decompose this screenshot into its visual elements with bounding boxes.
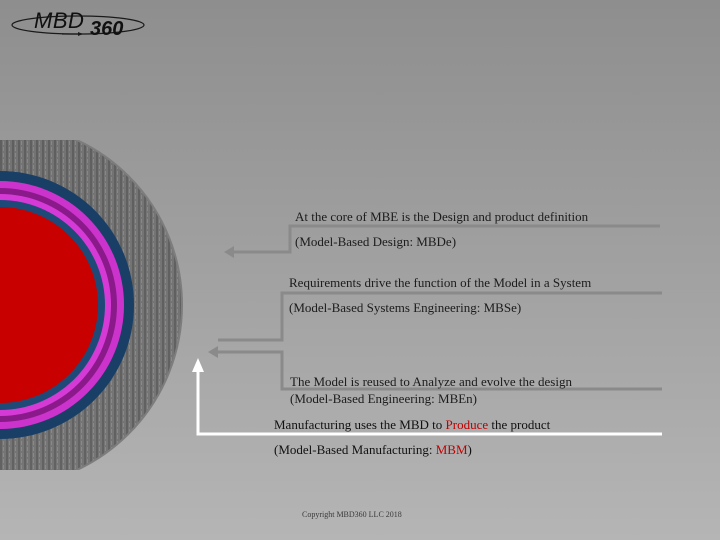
mben-text-line2: (Model-Based Engineering: MBEn): [290, 391, 478, 406]
mbm-line2-highlight: MBM: [435, 442, 468, 457]
mbse-text-line1: Requirements drive the function of the M…: [289, 275, 592, 290]
mbm-text-line1: Manufacturing uses the MBD to Produce th…: [274, 417, 550, 433]
mben-text-line1: The Model is reused to Analyze and evolv…: [290, 374, 572, 389]
core-circle-graphic: [0, 122, 190, 488]
red-core: [0, 207, 98, 403]
copyright-text: Copyright MBD360 LLC 2018: [302, 510, 402, 519]
mbm-line2-pre: (Model-Based Manufacturing:: [274, 442, 436, 457]
mbm-arrow-icon: [192, 358, 204, 372]
mbd360-logo: MBD 360: [8, 4, 150, 44]
mbse-text-line2: (Model-Based Systems Engineering: MBSe): [289, 300, 522, 315]
logo-text-mbd: MBD: [34, 8, 85, 33]
logo-orbit-icon: [11, 15, 145, 36]
mbm-line1-highlight: Produce: [445, 417, 489, 432]
mbm-line2-post: ): [467, 442, 472, 457]
mbde-text-line2: (Model-Based Design: MBDe): [295, 234, 457, 249]
mbm-line1-post: the product: [488, 417, 551, 432]
logo-text-360: 360: [90, 18, 124, 40]
mbm-text-line2: (Model-Based Manufacturing: MBM): [274, 442, 472, 458]
mbse-bracket: [218, 291, 662, 342]
mbde-bracket: [232, 224, 660, 254]
mben-bracket: [214, 350, 662, 391]
mbm-line1-pre: Manufacturing uses the MBD to: [274, 417, 446, 432]
mbde-arrow-icon: [224, 246, 234, 258]
mbde-text-line1: At the core of MBE is the Design and pro…: [295, 209, 589, 224]
mbm-bracket: [196, 370, 662, 436]
mben-arrow-icon: [208, 346, 218, 358]
